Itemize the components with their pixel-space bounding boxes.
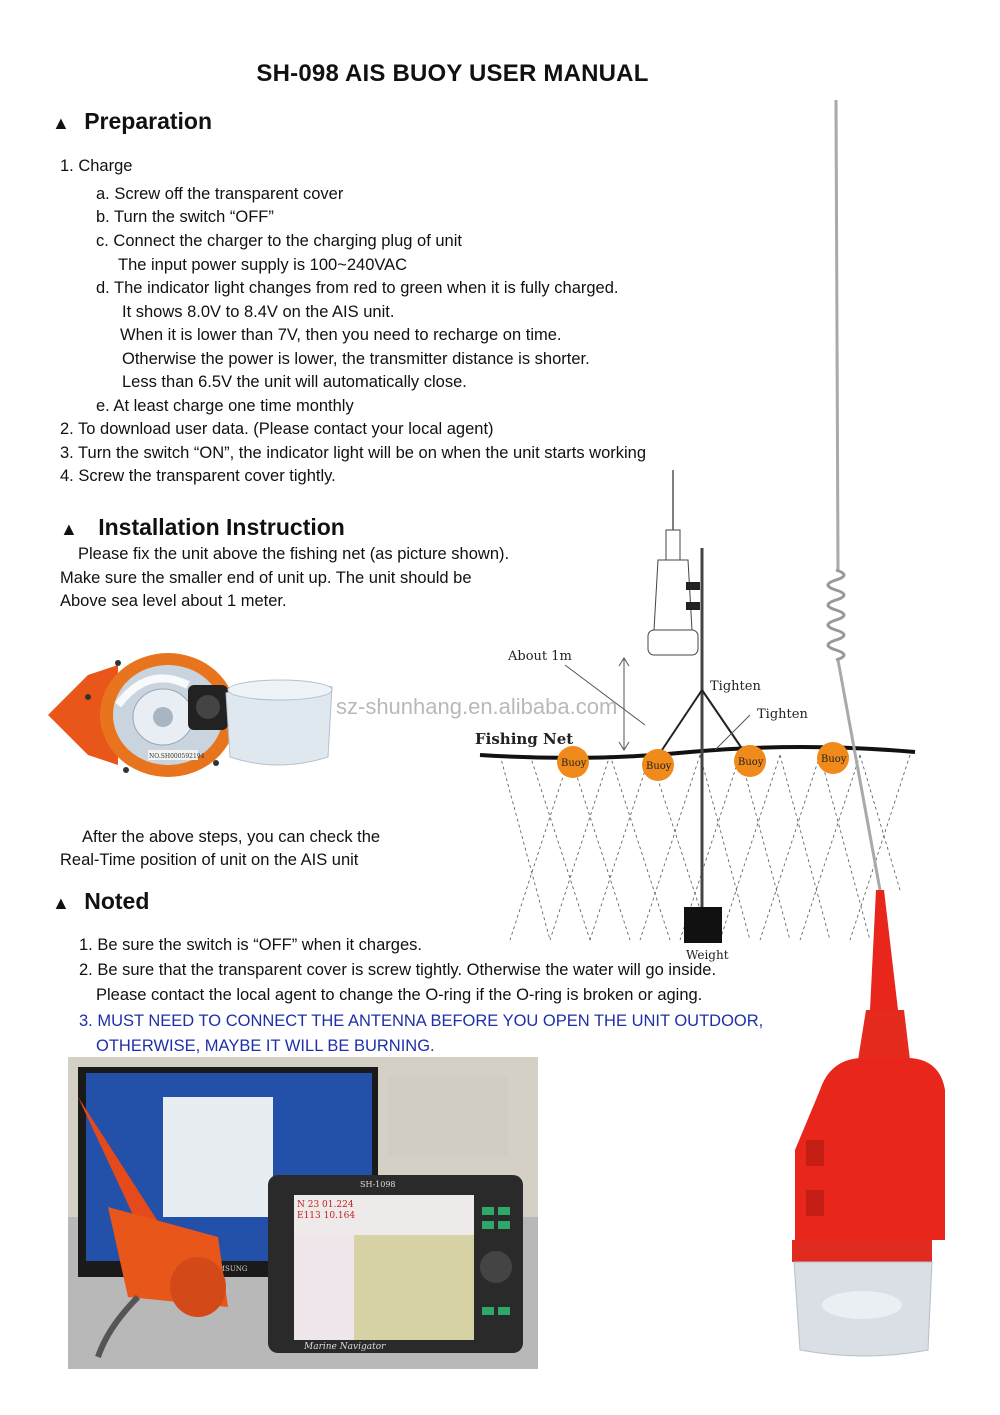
prep-line: b. Turn the switch “OFF” <box>96 208 274 226</box>
triangle-icon: ▲ <box>60 519 78 539</box>
install-line: Please fix the unit above the fishing ne… <box>78 545 510 563</box>
unit-plug-photo: NO.SH000592194 <box>48 653 333 777</box>
preparation-heading-text: Preparation <box>84 108 213 134</box>
navigator-photo: SAMSUNG N 23 01.224 E113 10.164 SH-1098 … <box>68 1057 538 1369</box>
nav-lat: N 23 01.224 <box>297 1200 354 1210</box>
prep-line: Less than 6.5V the unit will automatical… <box>122 373 467 391</box>
installation-heading-text: Installation Instruction <box>98 514 345 540</box>
install-line: Make sure the smaller end of unit up. Th… <box>60 569 472 587</box>
prep-line: The input power supply is 100~240VAC <box>118 256 408 274</box>
installation-diagram: About 1m Tighten Tighten Fishing Net Buo… <box>475 470 916 962</box>
buoy-label: Buoy <box>646 761 672 772</box>
triangle-icon: ▲ <box>52 893 70 913</box>
about-1m-label: About 1m <box>507 649 572 664</box>
prep-line: Otherwise the power is lower, the transm… <box>122 350 590 368</box>
monitor-brand: SAMSUNG <box>208 1265 248 1273</box>
ais-unit-drawing <box>647 470 700 656</box>
buoy-4: Buoy <box>817 742 849 774</box>
noted-line: 2. Be sure that the transparent cover is… <box>79 961 717 979</box>
after-line: After the above steps, you can check the <box>82 828 381 846</box>
prep-line: a. Screw off the transparent cover <box>96 185 344 203</box>
watermark: sz-shunhang.en.alibaba.com <box>336 694 618 719</box>
nav-footer: Marine Navigator <box>303 1342 386 1352</box>
tighten-label-1: Tighten <box>710 679 761 694</box>
nav-lon: E113 10.164 <box>297 1211 355 1221</box>
buoy-1: Buoy <box>557 746 589 778</box>
prep-line: e. At least charge one time monthly <box>96 397 354 415</box>
fishing-net-label: Fishing Net <box>475 730 573 748</box>
nav-model: SH-1098 <box>360 1180 396 1189</box>
noted-heading: ▲ Noted <box>52 888 149 915</box>
preparation-heading: ▲ Preparation <box>52 108 212 135</box>
buoy-2: Buoy <box>642 749 674 781</box>
after-line: Real-Time position of unit on the AIS un… <box>60 851 359 869</box>
buoy-3: Buoy <box>734 745 766 777</box>
unit-serial-label: NO.SH000592194 <box>149 753 205 760</box>
weight-label: Weight <box>686 948 729 962</box>
install-line: Above sea level about 1 meter. <box>60 592 287 610</box>
prep-line: 4. Screw the transparent cover tightly. <box>60 467 336 485</box>
prep-line: 3. Turn the switch “ON”, the indicator l… <box>60 444 647 462</box>
page-title: SH-098 AIS BUOY USER MANUAL <box>256 60 649 87</box>
prep-line: 1. Charge <box>60 157 133 175</box>
antenna-spring <box>826 568 846 662</box>
prep-line: c. Connect the charger to the charging p… <box>96 232 462 250</box>
sea-surface-line <box>479 745 916 760</box>
prep-line: 2. To download user data. (Please contac… <box>60 420 494 438</box>
noted-warning-line: 3. MUST NEED TO CONNECT THE ANTENNA BEFO… <box>79 1012 764 1030</box>
noted-warning-line: OTHERWISE, MAYBE IT WILL BE BURNING. <box>96 1037 435 1055</box>
prep-line: It shows 8.0V to 8.4V on the AIS unit. <box>122 303 395 321</box>
prep-line: When it is lower than 7V, then you need … <box>120 326 562 344</box>
weight-block <box>684 907 722 943</box>
prep-line: d. The indicator light changes from red … <box>96 279 619 297</box>
noted-heading-text: Noted <box>84 888 150 914</box>
installation-heading: ▲ Installation Instruction <box>60 514 345 541</box>
buoy-label: Buoy <box>738 757 764 768</box>
buoy-label: Buoy <box>561 758 587 769</box>
noted-line: Please contact the local agent to change… <box>96 986 703 1004</box>
buoy-label: Buoy <box>821 754 847 765</box>
tighten-label-2: Tighten <box>757 707 808 722</box>
ais-buoy-photo <box>792 100 945 1357</box>
noted-line: 1. Be sure the switch is “OFF” when it c… <box>79 936 422 954</box>
triangle-icon: ▲ <box>52 113 70 133</box>
